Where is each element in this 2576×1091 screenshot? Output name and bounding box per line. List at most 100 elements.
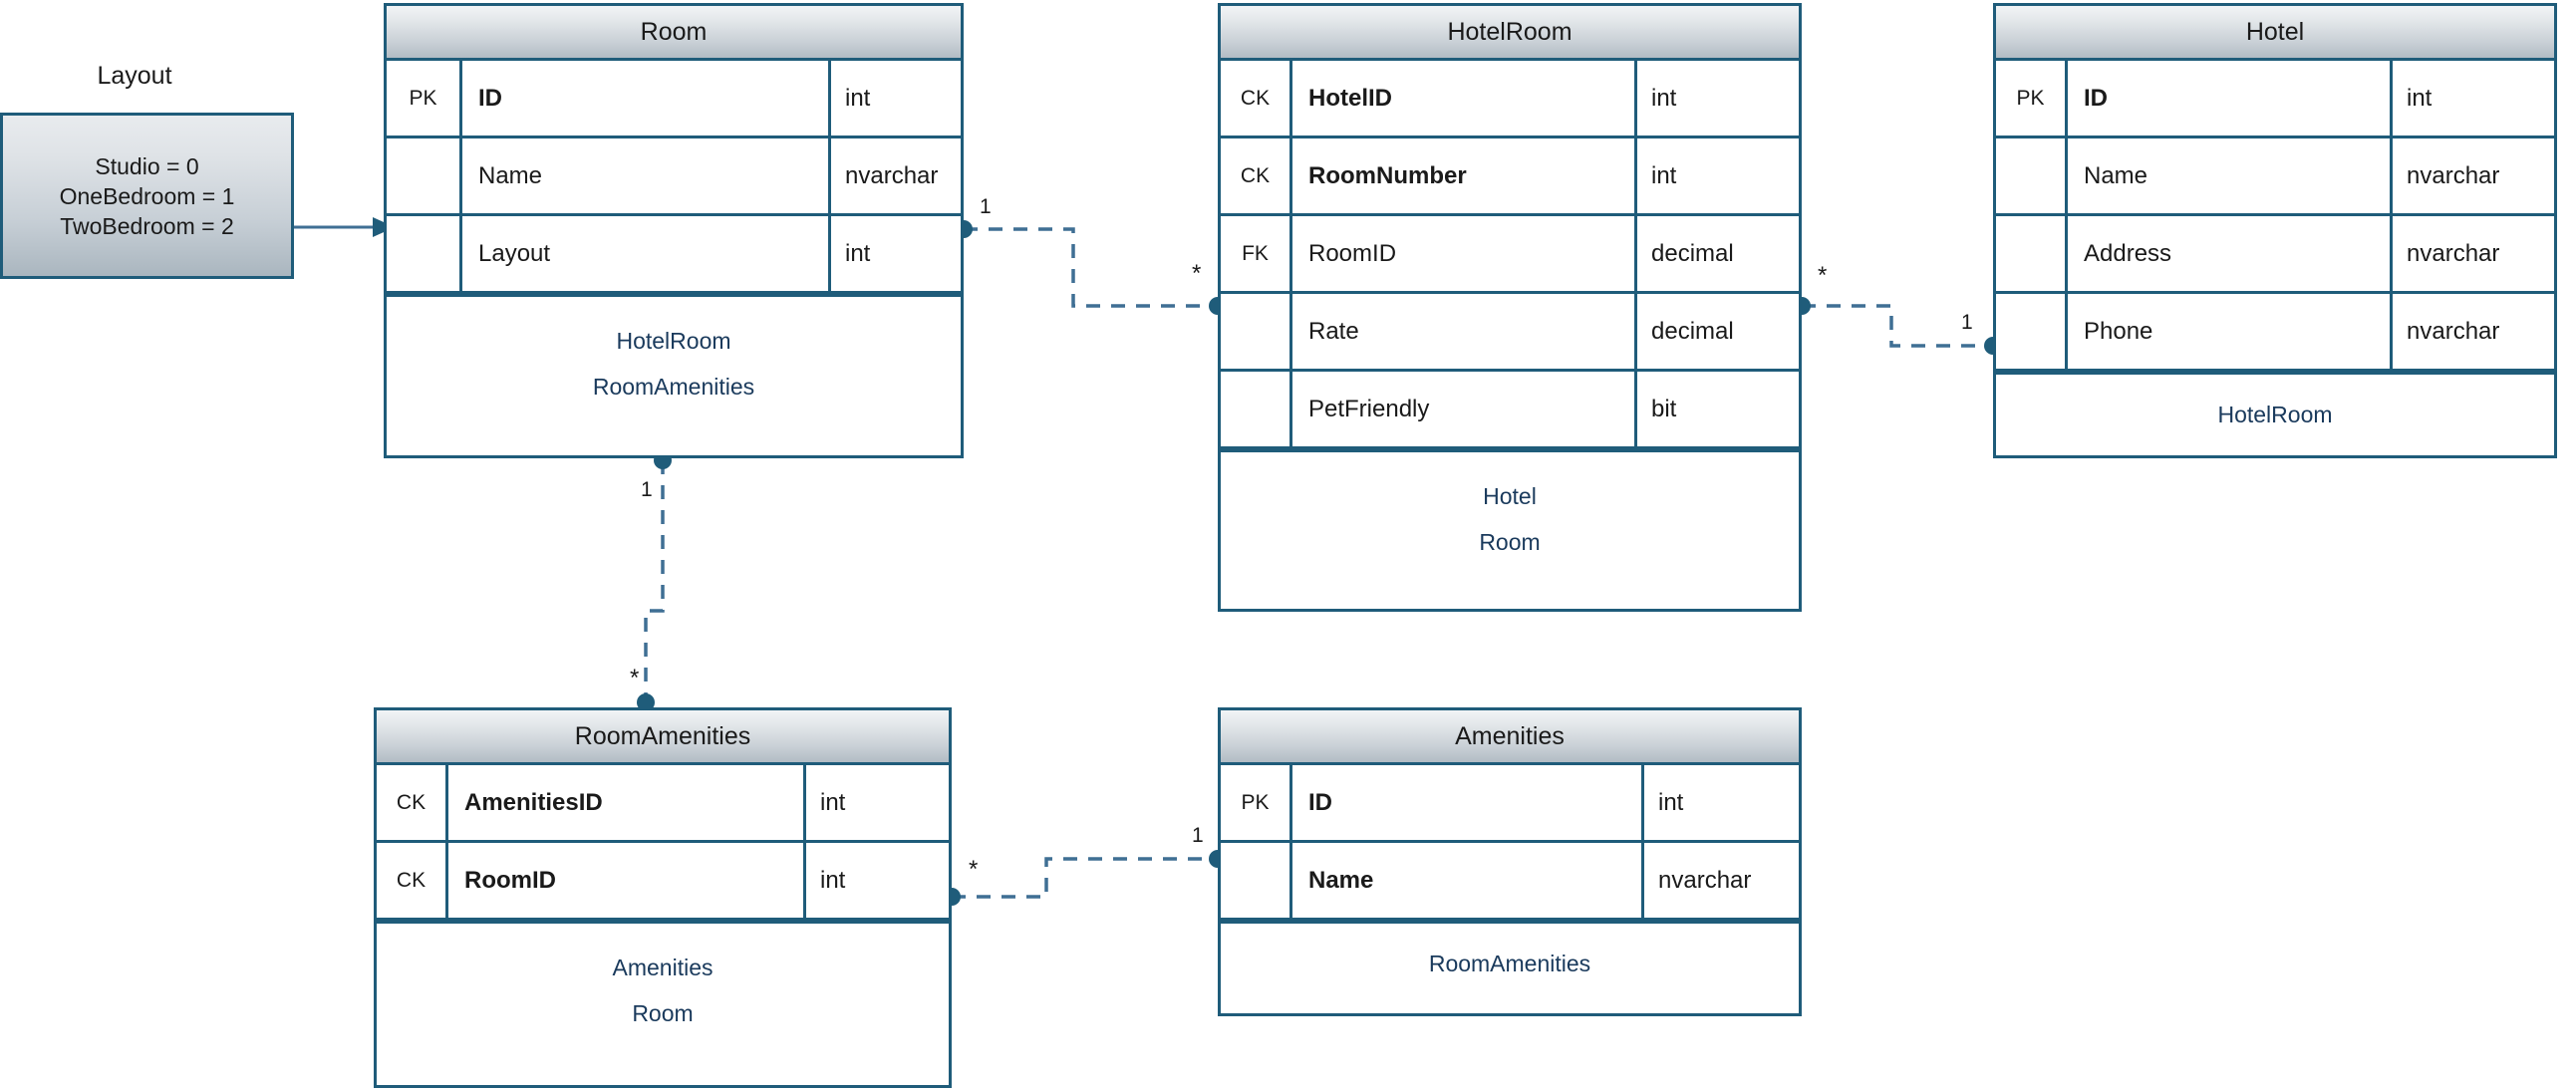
column-type: int xyxy=(2407,84,2433,112)
entity-title-hotel: Hotel xyxy=(1996,6,2554,61)
table-row[interactable]: CK RoomNumber int xyxy=(1221,138,1799,216)
column-name: RoomNumber xyxy=(1292,138,1637,213)
table-row[interactable]: CK HotelID int xyxy=(1221,61,1799,138)
table-row[interactable]: PK ID int xyxy=(1221,765,1799,843)
enum-member: OneBedroom = 1 xyxy=(59,182,235,209)
column-key: CK xyxy=(1221,61,1292,136)
table-row[interactable]: Rate decimal xyxy=(1221,294,1799,372)
navigation-property[interactable]: HotelRoom xyxy=(616,328,731,354)
navigation-property[interactable]: HotelRoom xyxy=(2217,402,2333,427)
column-name: ID xyxy=(1292,765,1644,840)
navigation-properties-room: HotelRoom RoomAmenities xyxy=(387,294,961,409)
column-type: int xyxy=(1651,161,1677,189)
column-name: Name xyxy=(2068,138,2393,213)
table-row[interactable]: CK RoomID int xyxy=(377,843,949,921)
navigation-properties-hotelroom: Hotel Room xyxy=(1221,449,1799,565)
entity-table-hotel[interactable]: Hotel PK ID int Name nvarchar Address nv… xyxy=(1993,3,2557,458)
column-name: RoomID xyxy=(1292,216,1637,291)
column-key: PK xyxy=(1996,61,2068,136)
table-row[interactable]: PK ID int xyxy=(1996,61,2554,138)
column-name: Rate xyxy=(1292,294,1637,369)
column-name: Address xyxy=(2068,216,2393,291)
navigation-property[interactable]: Hotel xyxy=(1483,483,1537,509)
column-key xyxy=(1221,294,1292,369)
column-name: PetFriendly xyxy=(1292,372,1637,446)
entity-title-room: Room xyxy=(387,6,961,61)
column-key xyxy=(1996,216,2068,291)
column-name: RoomID xyxy=(448,843,806,918)
table-row[interactable]: PetFriendly bit xyxy=(1221,372,1799,449)
enum-box-layout: Studio = 0 OneBedroom = 1 TwoBedroom = 2 xyxy=(0,113,294,279)
column-type: int xyxy=(845,239,871,267)
column-key xyxy=(1221,372,1292,446)
table-row[interactable]: Name nvarchar xyxy=(1221,843,1799,921)
entity-table-roomamenities[interactable]: RoomAmenities CK AmenitiesID int CK Room… xyxy=(374,707,952,1088)
multiplicity-roomamenities-amenities-to: 1 xyxy=(1192,824,1204,847)
column-type: int xyxy=(820,788,846,816)
navigation-property[interactable]: RoomAmenities xyxy=(592,374,755,400)
column-key xyxy=(1996,294,2068,369)
enum-member: TwoBedroom = 2 xyxy=(60,212,234,239)
navigation-property[interactable]: Room xyxy=(632,1000,694,1026)
column-type: nvarchar xyxy=(2407,161,2500,189)
table-row[interactable]: Name nvarchar xyxy=(387,138,961,216)
column-name: HotelID xyxy=(1292,61,1637,136)
column-key xyxy=(387,216,462,291)
column-type: int xyxy=(1651,84,1677,112)
column-type: decimal xyxy=(1651,317,1734,345)
entity-table-amenities[interactable]: Amenities PK ID int Name nvarchar RoomAm… xyxy=(1218,707,1802,1016)
column-key: CK xyxy=(1221,138,1292,213)
entity-title-amenities: Amenities xyxy=(1221,710,1799,765)
navigation-properties-roomamenities: Amenities Room xyxy=(377,921,949,1036)
column-key: CK xyxy=(377,765,448,840)
table-row[interactable]: Phone nvarchar xyxy=(1996,294,2554,372)
connector-roomamenities-amenities xyxy=(943,850,1227,906)
navigation-properties-hotel: HotelRoom xyxy=(1996,372,2554,437)
column-type: nvarchar xyxy=(1658,866,1752,894)
column-type: int xyxy=(820,866,846,894)
entity-table-hotelroom[interactable]: HotelRoom CK HotelID int CK RoomNumber i… xyxy=(1218,3,1802,612)
multiplicity-hotelroom-hotel-from: * xyxy=(1818,262,1828,289)
column-type: nvarchar xyxy=(845,161,939,189)
navigation-property[interactable]: Room xyxy=(1479,529,1541,555)
multiplicity-room-roomamenities-from: 1 xyxy=(641,478,653,501)
entity-title-roomamenities: RoomAmenities xyxy=(377,710,949,765)
table-row[interactable]: Name nvarchar xyxy=(1996,138,2554,216)
multiplicity-roomamenities-amenities-from: * xyxy=(969,856,979,883)
column-name: ID xyxy=(462,61,831,136)
column-key: CK xyxy=(377,843,448,918)
connector-layout-room xyxy=(294,217,395,237)
column-key xyxy=(387,138,462,213)
column-type: nvarchar xyxy=(2407,239,2500,267)
navigation-properties-amenities: RoomAmenities xyxy=(1221,921,1799,986)
table-row[interactable]: PK ID int xyxy=(387,61,961,138)
column-name: Layout xyxy=(462,216,831,291)
table-row[interactable]: CK AmenitiesID int xyxy=(377,765,949,843)
column-type: decimal xyxy=(1651,239,1734,267)
entity-title-hotelroom: HotelRoom xyxy=(1221,6,1799,61)
column-name: Name xyxy=(1292,843,1644,918)
table-row[interactable]: FK RoomID decimal xyxy=(1221,216,1799,294)
column-type: bit xyxy=(1651,395,1677,422)
column-name: ID xyxy=(2068,61,2393,136)
table-row[interactable]: Address nvarchar xyxy=(1996,216,2554,294)
multiplicity-hotelroom-hotel-to: 1 xyxy=(1961,311,1973,334)
column-name: Name xyxy=(462,138,831,213)
enum-title-layout: Layout xyxy=(97,62,172,90)
column-type: int xyxy=(1658,788,1684,816)
column-type: nvarchar xyxy=(2407,317,2500,345)
navigation-property[interactable]: Amenities xyxy=(612,955,714,980)
multiplicity-room-roomamenities-to: * xyxy=(630,665,640,691)
navigation-property[interactable]: RoomAmenities xyxy=(1428,951,1591,976)
connector-room-hotelroom xyxy=(955,220,1227,315)
multiplicity-room-hotelroom-from: 1 xyxy=(980,195,992,218)
column-key xyxy=(1996,138,2068,213)
table-row[interactable]: Layout int xyxy=(387,216,961,294)
column-name: Phone xyxy=(2068,294,2393,369)
column-key: PK xyxy=(1221,765,1292,840)
multiplicity-room-hotelroom-to: * xyxy=(1192,260,1202,287)
entity-table-room[interactable]: Room PK ID int Name nvarchar Layout int … xyxy=(384,3,964,458)
column-key: PK xyxy=(387,61,462,136)
enum-member: Studio = 0 xyxy=(95,152,199,179)
